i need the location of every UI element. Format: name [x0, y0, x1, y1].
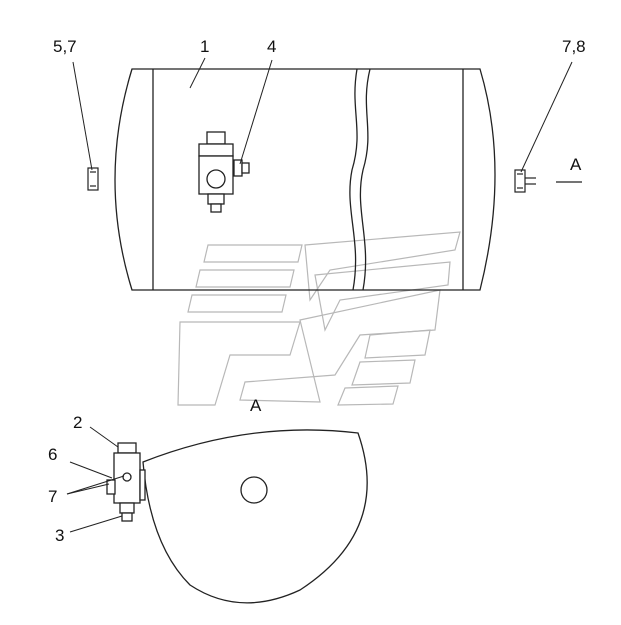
view-label: A — [250, 396, 262, 415]
end-view-outline — [142, 429, 368, 604]
callout-3: 3 — [55, 526, 64, 545]
right-end-fitting — [514, 169, 536, 193]
drain-valve — [198, 131, 250, 213]
end-view-port — [240, 476, 268, 504]
callout-2: 2 — [73, 413, 82, 432]
end-view — [142, 429, 368, 604]
callout-5-7: 5,7 — [53, 37, 77, 56]
callout-7-8: 7,8 — [562, 37, 586, 56]
air-receiver — [114, 68, 496, 291]
receiver-body-outline — [114, 68, 496, 291]
leader-lines — [66, 57, 573, 533]
watermark-logo — [177, 231, 461, 406]
break-line-left — [349, 68, 358, 291]
callout-4: 4 — [267, 37, 276, 56]
callout-1: 1 — [200, 37, 209, 56]
callout-6: 6 — [48, 445, 57, 464]
section-arrow-label: A — [570, 155, 582, 174]
callout-7: 7 — [48, 487, 57, 506]
end-view-valve — [106, 442, 146, 522]
left-end-fitting — [87, 167, 99, 191]
break-line-right — [359, 68, 371, 291]
